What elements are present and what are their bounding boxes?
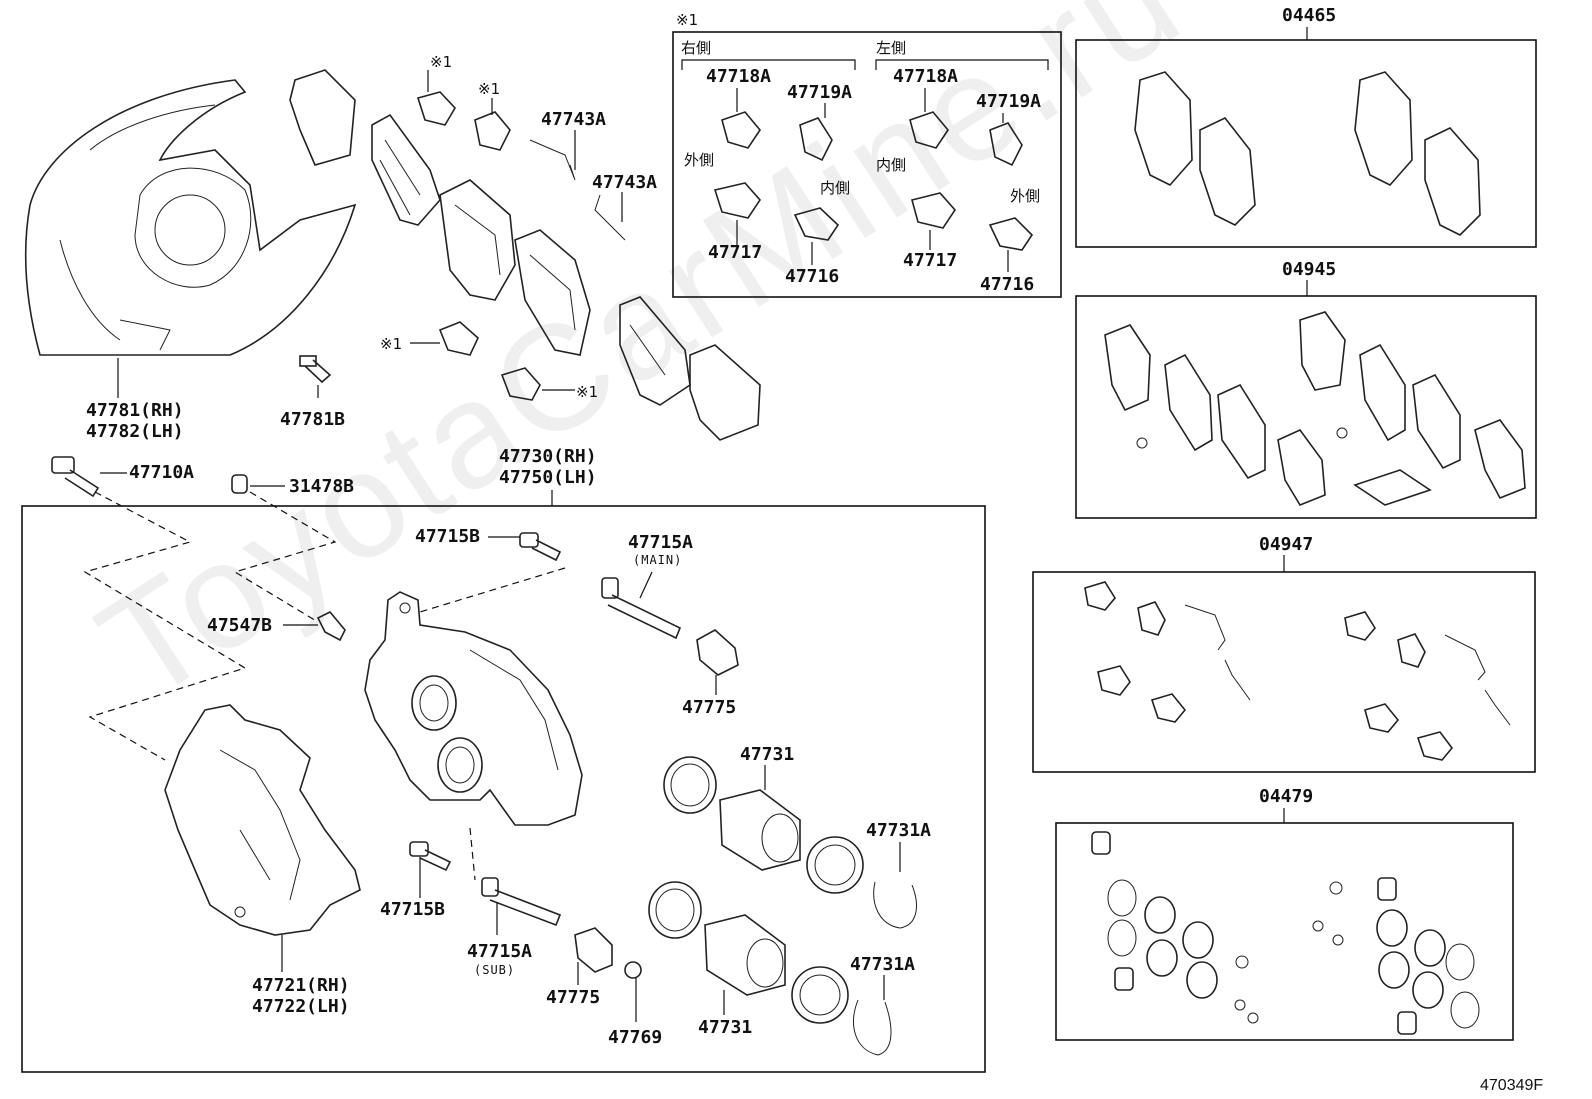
mark-ref-3: ※1 xyxy=(380,335,403,353)
pin-47715a-main-drawing xyxy=(601,577,682,640)
diagram-code: 470349F xyxy=(1480,1077,1544,1094)
label-main-tag: (MAIN) xyxy=(633,553,683,567)
label-47715b-lower: 47715B xyxy=(380,899,446,920)
kit-04945-frame xyxy=(1075,295,1537,519)
cap-47769-drawing xyxy=(624,961,642,979)
piston-seal-upper-drawing xyxy=(663,756,917,929)
label-47731a-lower: 47731A xyxy=(850,954,916,975)
label-47547b: 47547B xyxy=(207,615,273,636)
bolt-47715b-upper-drawing xyxy=(519,532,562,562)
label-47731-lower: 47731 xyxy=(698,1017,753,1038)
kit-04947-frame xyxy=(1032,571,1536,773)
label-47715a-main: 47715A xyxy=(628,532,694,553)
inset-l-47716: 47716 xyxy=(980,274,1035,295)
inset-l-inner: 内側 xyxy=(876,156,907,174)
inset-r-47718a: 47718A xyxy=(706,66,772,87)
label-47743a-upper: 47743A xyxy=(541,109,607,130)
label-47715a-sub: 47715A xyxy=(467,941,533,962)
bolt-47715b-lower-drawing xyxy=(409,841,452,872)
bleeder-47547b-drawing xyxy=(316,611,346,642)
inset-r-47717: 47717 xyxy=(708,242,763,263)
bush-31478b-drawing xyxy=(231,474,248,494)
label-47775-lower: 47775 xyxy=(546,987,601,1008)
bolt-47781b-drawing xyxy=(299,355,332,384)
inset-l-47719a: 47719A xyxy=(976,91,1042,112)
kit-04479-frame xyxy=(1055,822,1514,1041)
label-47730-rh: 47730(RH) xyxy=(499,446,597,467)
label-sub-tag: (SUB) xyxy=(474,963,516,977)
mark-ref-1: ※1 xyxy=(430,53,453,71)
pad-set-drawing xyxy=(289,69,761,441)
inset-r-inner: 内側 xyxy=(820,179,851,197)
mounting-bracket-drawing xyxy=(164,704,361,936)
label-47722-lh: 47722(LH) xyxy=(252,996,350,1017)
label-47710a: 47710A xyxy=(129,462,195,483)
boot-47775-upper-drawing xyxy=(696,629,739,676)
caliper-body-drawing xyxy=(364,591,583,826)
inset-l-47718a: 47718A xyxy=(893,66,959,87)
bolt-47710a-drawing xyxy=(51,456,100,498)
kit-04947-clips xyxy=(1084,581,1511,761)
clips-drawing xyxy=(416,91,626,401)
mark-ref-4: ※1 xyxy=(576,383,599,401)
mark-ref-2: ※1 xyxy=(478,80,501,98)
label-47743a-lower: 47743A xyxy=(592,172,658,193)
boot-47775-lower-drawing xyxy=(574,927,613,973)
kit-code-04465: 04465 xyxy=(1282,5,1337,26)
label-47769: 47769 xyxy=(608,1027,663,1048)
kit-code-04479: 04479 xyxy=(1259,786,1314,807)
inset-l-47717: 47717 xyxy=(903,250,958,271)
label-47782-lh: 47782(LH) xyxy=(86,421,184,442)
label-47781-rh: 47781(RH) xyxy=(86,400,184,421)
inset-r-outer: 外側 xyxy=(684,151,715,169)
inset-l-outer: 外側 xyxy=(1010,187,1041,205)
piston-seal-lower-drawing xyxy=(648,881,892,1056)
kit-code-04947: 04947 xyxy=(1259,534,1314,555)
label-47775-upper: 47775 xyxy=(682,697,737,718)
caliper-assembly-frame xyxy=(21,505,986,1073)
inset-r-47716: 47716 xyxy=(785,266,840,287)
label-47750-lh: 47750(LH) xyxy=(499,467,597,488)
inset-left-side: 左側 xyxy=(876,39,907,57)
inset-mark: ※1 xyxy=(676,11,699,29)
label-47721-rh: 47721(RH) xyxy=(252,975,350,996)
kit-04465-frame xyxy=(1075,39,1537,248)
label-47781b: 47781B xyxy=(280,409,346,430)
kit-code-04945: 04945 xyxy=(1282,259,1337,280)
kit-04465-pads xyxy=(1134,71,1481,236)
pin-47715a-sub-drawing xyxy=(481,877,562,927)
inset-r-47719a: 47719A xyxy=(787,82,853,103)
inset-right-side: 右側 xyxy=(681,39,712,57)
clip-inset-frame xyxy=(672,31,1062,298)
kit-04945-pads xyxy=(1104,311,1526,506)
label-47731a-upper: 47731A xyxy=(866,820,932,841)
dust-shield-drawing xyxy=(24,79,357,356)
inset-clips-drawing xyxy=(713,111,1034,251)
label-31478b: 31478B xyxy=(289,476,355,497)
kit-04479-seals xyxy=(1091,831,1480,1035)
label-47715b-upper: 47715B xyxy=(415,526,481,547)
label-47731-upper: 47731 xyxy=(740,744,795,765)
